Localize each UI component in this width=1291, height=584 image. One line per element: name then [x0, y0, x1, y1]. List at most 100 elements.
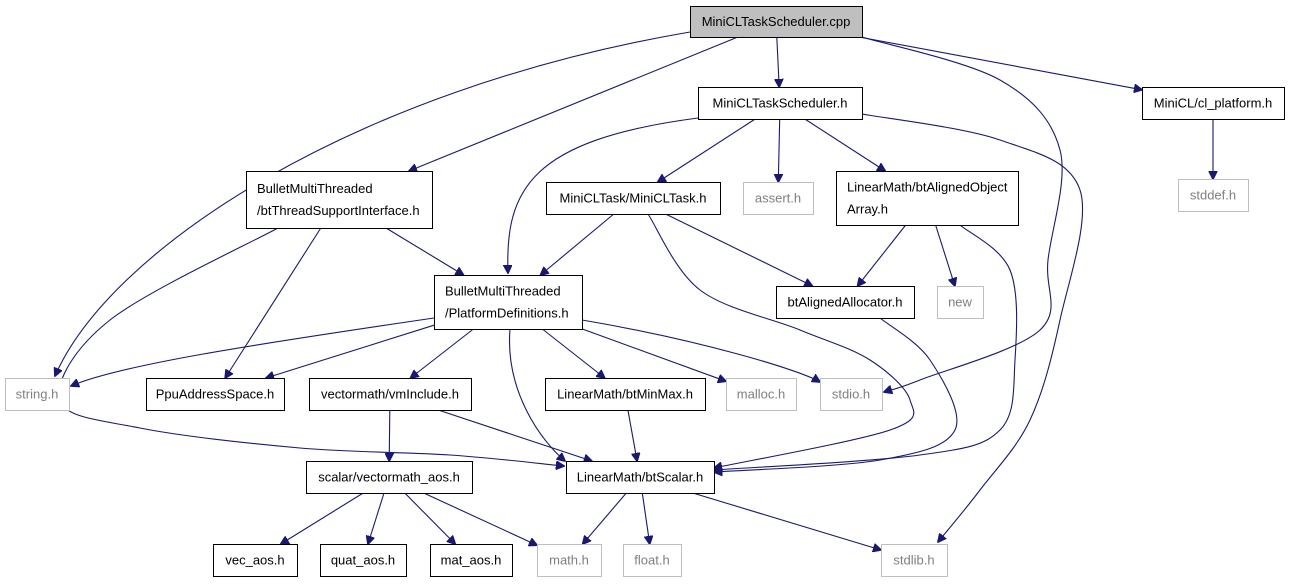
- node-label: LinearMath/btAlignedObject: [847, 180, 1008, 195]
- node-box: [5, 378, 70, 411]
- node-label: malloc.h: [737, 387, 785, 402]
- node-box: [430, 544, 513, 577]
- node-box: [776, 286, 915, 319]
- node-box: [566, 461, 715, 494]
- edge-bao-to-scalar: [714, 224, 1018, 470]
- node-stdio[interactable]: stdio.h: [820, 378, 883, 411]
- edge-vaos-to-quat: [368, 492, 385, 544]
- node-label: stddef.h: [1190, 188, 1236, 203]
- node-box: [623, 544, 682, 577]
- node-box: [434, 275, 583, 330]
- node-pd[interactable]: BulletMultiThreaded/PlatformDefinitions.…: [434, 275, 583, 330]
- node-label: btAlignedAllocator.h: [788, 295, 903, 310]
- edge-mcts-to-mct: [658, 118, 756, 182]
- node-assert[interactable]: assert.h: [743, 182, 814, 215]
- node-label: stdlib.h: [893, 553, 934, 568]
- edge-mcts-to-pd: [508, 117, 699, 273]
- node-box: [309, 378, 472, 411]
- edge-mcts-to-assert: [778, 118, 779, 182]
- node-label: stdio.h: [832, 387, 870, 402]
- node-label: math.h: [549, 553, 589, 568]
- edge-mcts-to-bao: [804, 118, 885, 171]
- edge-mct-to-baa: [665, 213, 813, 286]
- node-vmi[interactable]: vectormath/vmInclude.h: [309, 378, 472, 411]
- node-stdlib[interactable]: stdlib.h: [881, 544, 948, 577]
- edge-scalar-to-float: [641, 492, 649, 544]
- node-box: [246, 171, 433, 229]
- node-quat[interactable]: quat_aos.h: [320, 544, 407, 577]
- node-label: PpuAddressSpace.h: [156, 387, 275, 402]
- node-box: [937, 286, 984, 319]
- edge-pd-to-ppu: [266, 324, 435, 378]
- edge-pd-to-minmax: [541, 328, 604, 378]
- edge-pd-to-stdio: [581, 319, 820, 382]
- edge-root-to-btsi: [409, 36, 739, 171]
- edge-pd-to-vmi: [411, 328, 474, 378]
- node-label: MiniCLTaskScheduler.h: [713, 96, 848, 111]
- node-ppu[interactable]: PpuAddressSpace.h: [146, 378, 285, 411]
- edge-root-to-stdio: [861, 36, 1063, 392]
- edge-pd-to-string: [71, 317, 435, 386]
- nodes-layer: MiniCLTaskScheduler.cppMiniCLTaskSchedul…: [5, 6, 1285, 577]
- node-label: MiniCLTaskScheduler.cpp: [702, 14, 851, 29]
- node-box: [146, 378, 285, 411]
- edge-pd-to-malloc: [581, 328, 726, 381]
- edge-minmax-to-scalar: [627, 409, 637, 461]
- node-mcts[interactable]: MiniCLTaskScheduler.h: [698, 87, 863, 120]
- node-label: assert.h: [755, 191, 801, 206]
- node-mct[interactable]: MiniCLTask/MiniCLTask.h: [546, 182, 721, 215]
- node-scalar[interactable]: LinearMath/btScalar.h: [566, 461, 715, 494]
- edge-mct-to-scalar: [647, 213, 915, 468]
- node-root[interactable]: MiniCLTaskScheduler.cpp: [690, 6, 863, 38]
- edge-vmi-to-scalar: [438, 409, 592, 461]
- node-label: vec_aos.h: [225, 553, 284, 568]
- node-label: BulletMultiThreaded: [445, 284, 561, 299]
- edge-root-to-clp: [858, 36, 1142, 90]
- node-malloc[interactable]: malloc.h: [726, 378, 797, 411]
- edge-vmi-to-vaos: [389, 409, 390, 461]
- node-baa[interactable]: btAlignedAllocator.h: [776, 286, 915, 319]
- node-box: [1142, 87, 1285, 120]
- edge-vaos-to-math: [423, 492, 537, 545]
- node-label: /PlatformDefinitions.h: [445, 306, 569, 321]
- node-label: float.h: [634, 553, 669, 568]
- edge-vaos-to-vec: [281, 492, 364, 544]
- node-label: /btThreadSupportInterface.h: [257, 203, 420, 218]
- node-box: [743, 182, 814, 215]
- node-vaos[interactable]: scalar/vectormath_aos.h: [306, 461, 473, 494]
- node-label: MiniCL/cl_platform.h: [1154, 96, 1273, 111]
- node-label: vectormath/vmInclude.h: [321, 387, 459, 402]
- node-string[interactable]: string.h: [5, 378, 70, 411]
- node-new[interactable]: new: [937, 286, 984, 319]
- edge-scalar-to-math: [583, 492, 627, 544]
- edge-bao-to-baa: [858, 224, 907, 286]
- edge-vaos-to-mat: [404, 492, 455, 544]
- node-label: MiniCLTask/MiniCLTask.h: [560, 191, 707, 206]
- edge-scalar-to-stdlib: [692, 492, 881, 550]
- node-box: [537, 544, 602, 577]
- node-label: scalar/vectormath_aos.h: [318, 470, 460, 485]
- edge-bao-to-new: [935, 224, 955, 286]
- node-box: [546, 182, 721, 215]
- node-label: mat_aos.h: [441, 553, 502, 568]
- node-clp[interactable]: MiniCL/cl_platform.h: [1142, 87, 1285, 120]
- edge-mcts-to-stdlib: [861, 113, 1084, 542]
- node-box: [690, 6, 863, 38]
- node-math[interactable]: math.h: [537, 544, 602, 577]
- node-label: LinearMath/btMinMax.h: [557, 387, 693, 402]
- node-minmax[interactable]: LinearMath/btMinMax.h: [545, 378, 706, 411]
- node-box: [836, 171, 1019, 226]
- node-box: [698, 87, 863, 120]
- node-box: [213, 544, 298, 577]
- edge-btsi-to-scalar: [58, 227, 564, 466]
- node-mat[interactable]: mat_aos.h: [430, 544, 513, 577]
- node-stddef[interactable]: stddef.h: [1178, 179, 1249, 212]
- node-box: [545, 378, 706, 411]
- node-vec[interactable]: vec_aos.h: [213, 544, 298, 577]
- node-float[interactable]: float.h: [623, 544, 682, 577]
- node-label: LinearMath/btScalar.h: [577, 470, 703, 485]
- node-btsi[interactable]: BulletMultiThreaded/btThreadSupportInter…: [246, 171, 433, 229]
- node-box: [320, 544, 407, 577]
- node-box: [306, 461, 473, 494]
